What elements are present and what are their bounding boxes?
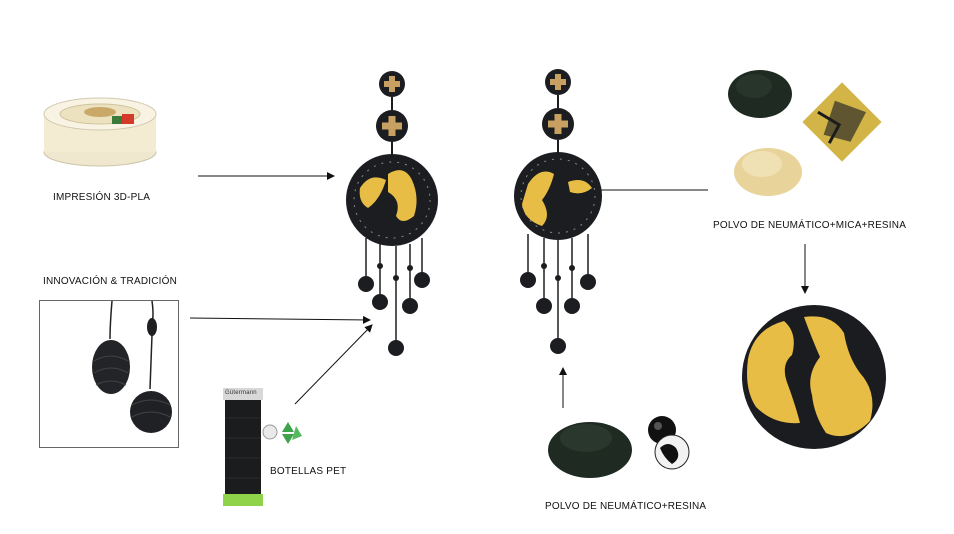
arrow-bottles-to-earring	[294, 324, 373, 405]
recycle-icon	[262, 422, 302, 444]
materials-tire-resin-image	[546, 408, 696, 488]
recycle-badge	[262, 418, 304, 446]
label-bottles: BOTELLAS PET	[270, 466, 347, 477]
filament-spool-icon	[43, 97, 157, 167]
thread-spool-image	[222, 388, 266, 508]
closeup-disc-image	[740, 303, 888, 451]
filament-spool-image	[38, 90, 162, 170]
spool-brand: Gütermann	[225, 390, 257, 396]
thread-spool-icon	[223, 388, 263, 506]
tassel-photo-frame	[39, 300, 179, 448]
arrow-innovation-to-earring	[189, 315, 371, 324]
label-tire-resin: POLVO DE NEUMÁTICO+RESINA	[545, 501, 707, 512]
earring-left-image	[340, 68, 440, 364]
materials-tire-mica-image	[724, 60, 890, 200]
label-tire-mica: POLVO DE NEUMÁTICO+MICA+RESINA	[713, 220, 907, 231]
crochet-beads-image	[92, 301, 172, 433]
label-print: IMPRESIÓN 3D-PLA	[53, 192, 151, 203]
label-innovation: INNOVACIÓN & TRADICIÓN	[43, 276, 178, 287]
earring-right-image	[508, 66, 608, 362]
